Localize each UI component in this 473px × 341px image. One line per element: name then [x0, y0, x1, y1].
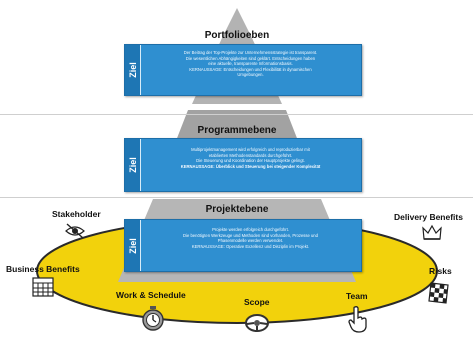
checkered-flag-icon — [428, 282, 449, 304]
goal-tab-label: Ziel — [127, 62, 138, 78]
goal-box-portfolio: Ziel Der Beitrag der Top-Projekte zur Un… — [124, 44, 362, 96]
eye-icon — [65, 223, 85, 239]
crown-icon — [422, 224, 442, 240]
goal-line: KERNAUSSAGE: Entscheidungen und Flexibil… — [189, 66, 312, 72]
goal-line: Projekte werden erfolgreich durchgeführt… — [212, 227, 289, 232]
hand-pointer-icon — [348, 306, 367, 333]
goal-tab-projekt: Ziel — [125, 220, 141, 271]
goal-text-programm: Multiprojektmanagement wird erfolgreich … — [144, 147, 357, 188]
pyramid-segment-portfolio — [222, 8, 252, 38]
goal-tab-programm: Ziel — [125, 139, 141, 191]
goal-line: Multiprojektmanagement wird erfolgreich … — [191, 147, 310, 152]
tier-separator-1 — [0, 114, 473, 115]
steering-wheel-icon — [245, 314, 269, 332]
tier-title-projekt: Projektebene — [205, 204, 269, 215]
goal-line: Umgebungen. — [237, 72, 264, 78]
goal-line: KERNAUSSAGE: Operative Exzellenz und Dis… — [191, 243, 310, 249]
label-business-benefits: Business Benefits — [6, 264, 80, 274]
goal-box-programm: Ziel Multiprojektmanagement wird erfolgr… — [124, 138, 362, 192]
goal-line: etablierten Methodenstandards durchgefüh… — [208, 152, 293, 158]
goal-tab-label: Ziel — [127, 157, 138, 173]
goal-text-portfolio: Der Beitrag der Top-Projekte zur Unterne… — [144, 50, 357, 92]
tier-title-programm: Programmebene — [197, 125, 277, 136]
goal-text-projekt: Projekte werden erfolgreich durchgeführt… — [144, 227, 357, 268]
goal-line: Die benötigten Werkzeuge und Methoden si… — [183, 232, 318, 238]
calendar-grid-icon — [32, 277, 54, 297]
goal-tab-label: Ziel — [127, 237, 138, 254]
label-risks: Risks — [429, 266, 452, 276]
label-scope: Scope — [244, 297, 270, 307]
label-stakeholder: Stakeholder — [52, 209, 101, 219]
tier-separator-2 — [0, 197, 473, 198]
goal-line: eine aktuelle, transparente Informations… — [208, 61, 293, 67]
goal-line: Phasenmodelle werden verwendet. — [217, 238, 284, 244]
goal-box-projekt: Ziel Projekte werden erfolgreich durchge… — [124, 219, 362, 272]
goal-line: KERNAUSSAGE: Überblick und Steuerung bei… — [180, 163, 321, 169]
stopwatch-icon — [142, 306, 164, 331]
label-delivery-benefits: Delivery Benefits — [394, 212, 463, 222]
goal-line: Der Beitrag der Top-Projekte zur Unterne… — [183, 50, 318, 55]
goal-tab-portfolio: Ziel — [125, 45, 141, 95]
goal-line: Die Steuerung und Koordination der Haupt… — [196, 158, 305, 164]
goal-line: Die wesentlichen Abhängigkeiten sind gek… — [185, 55, 316, 61]
tier-title-portfolio: Portfolioeben — [204, 30, 270, 41]
label-work-schedule: Work & Schedule — [116, 290, 186, 300]
label-team: Team — [346, 291, 368, 301]
